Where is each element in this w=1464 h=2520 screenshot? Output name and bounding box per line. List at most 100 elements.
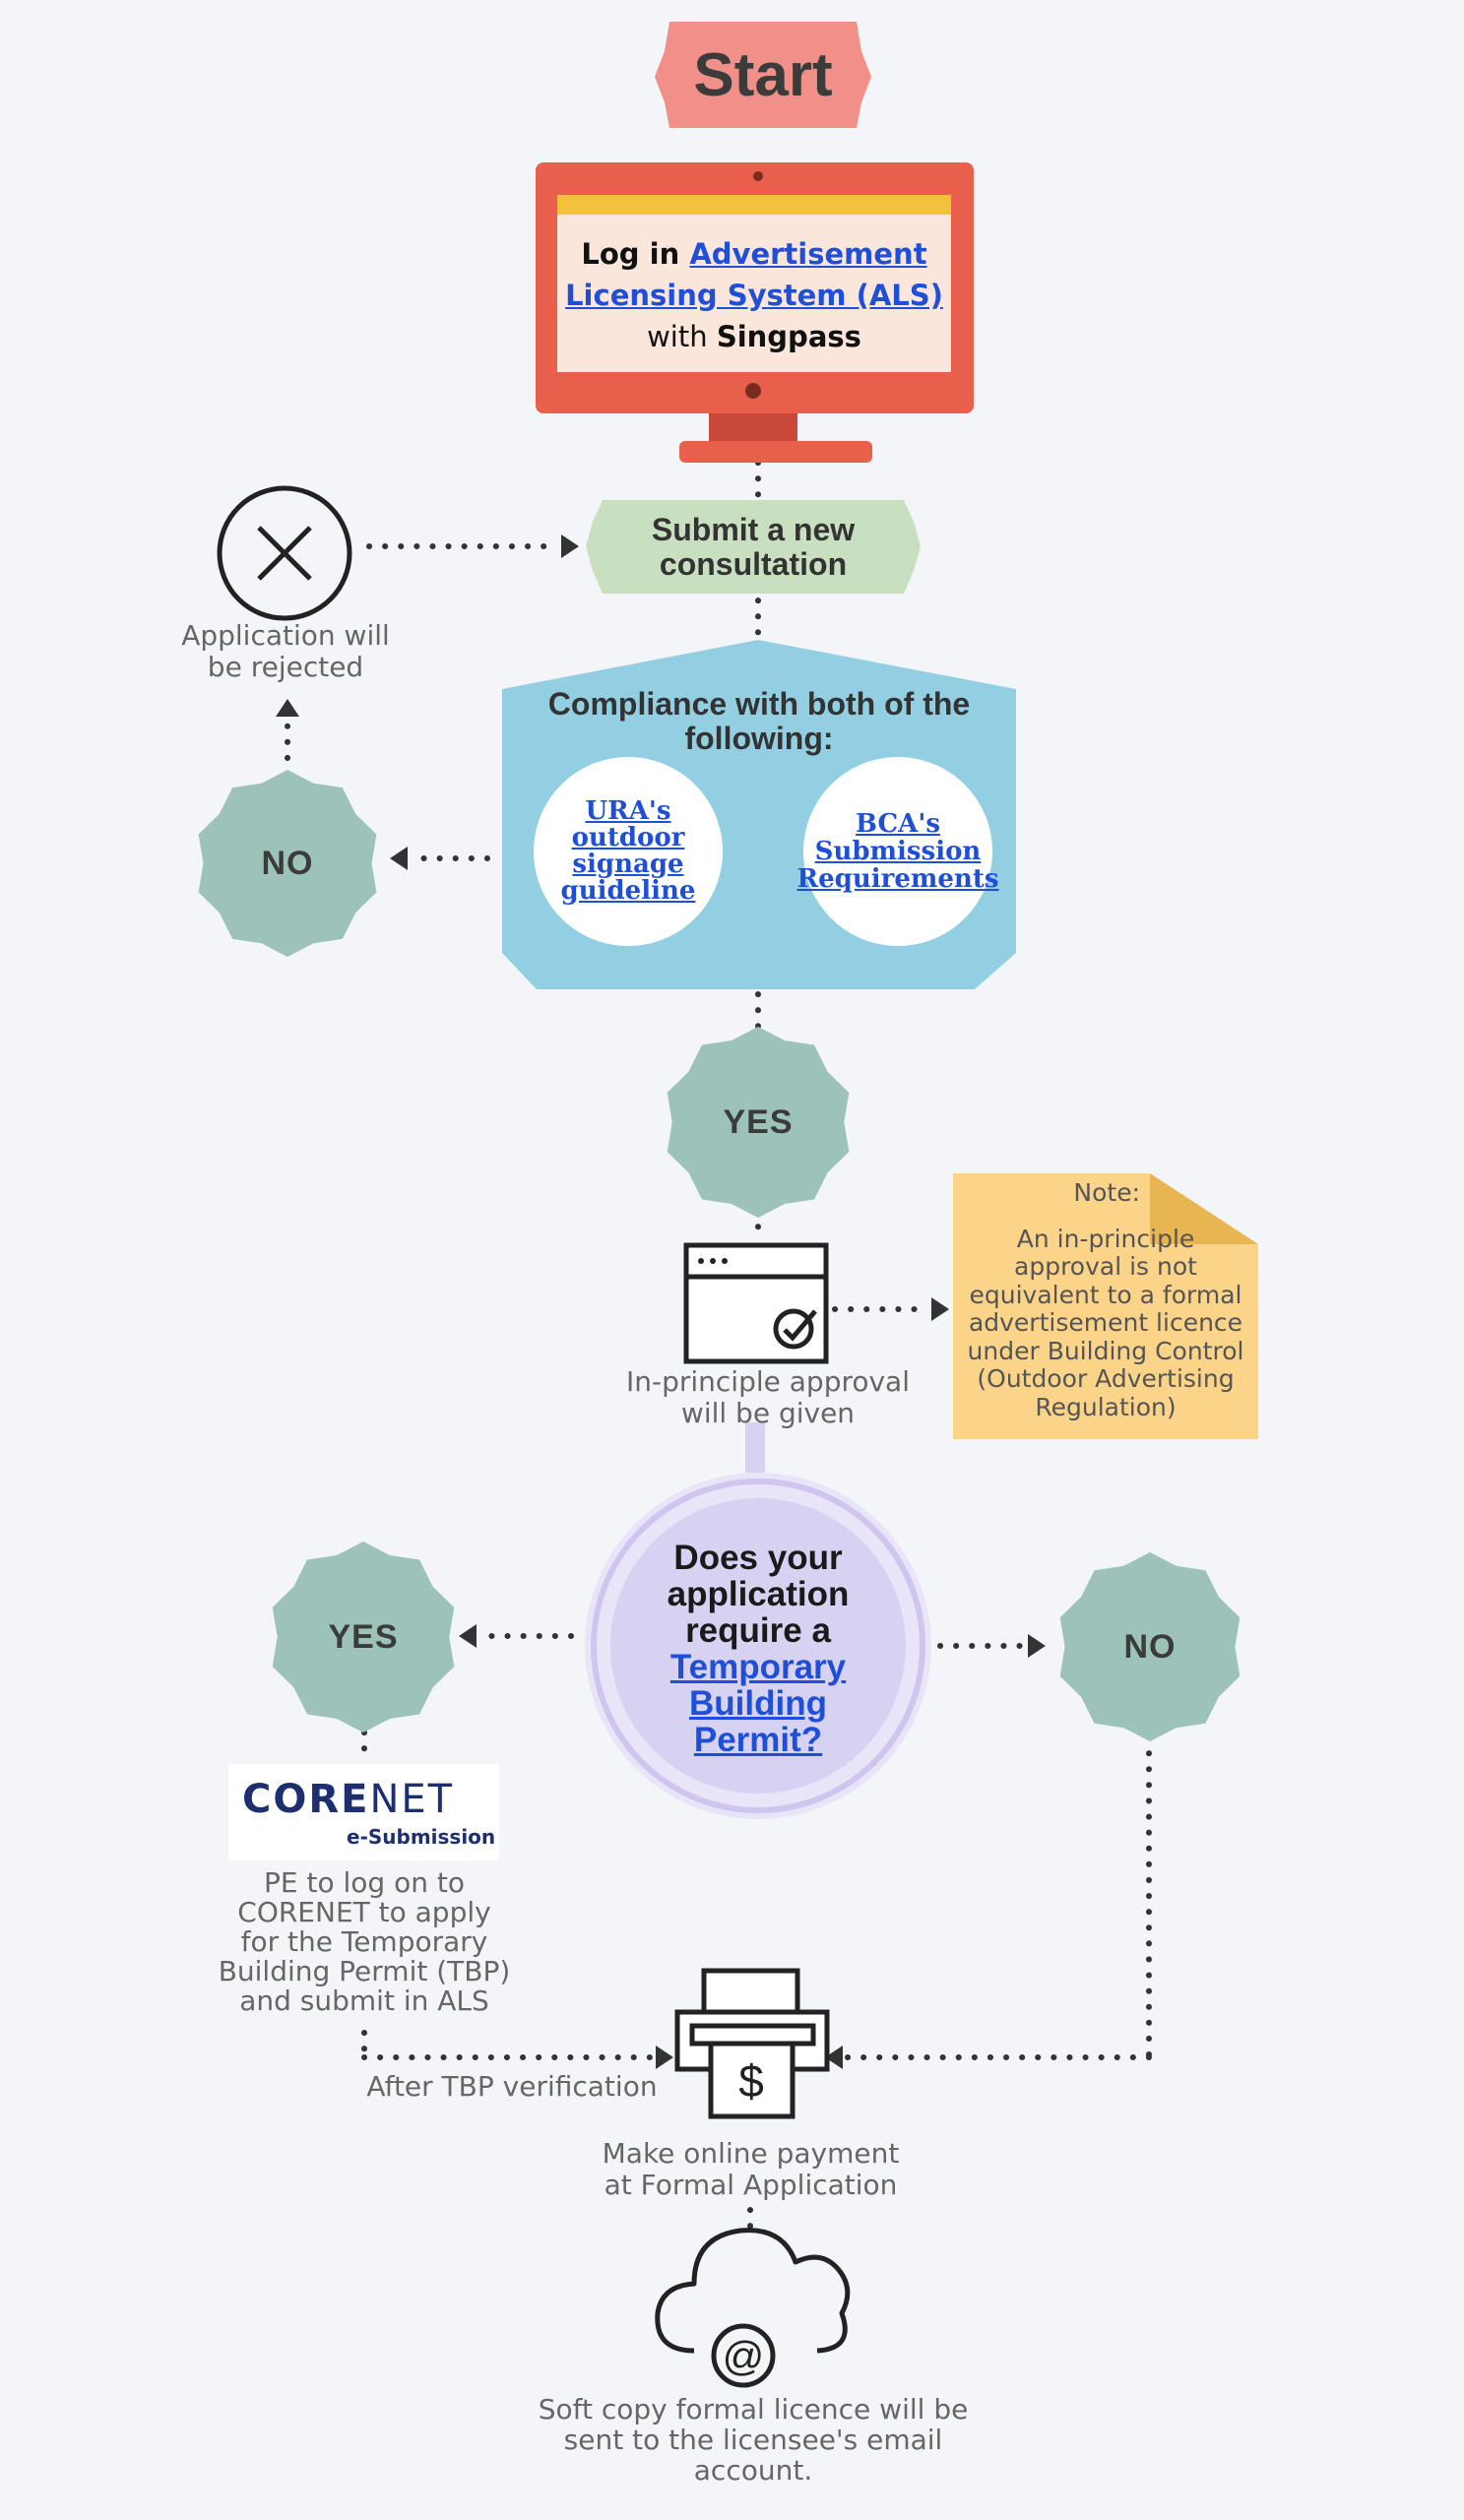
- login-prefix: Log in: [581, 237, 690, 271]
- approval-window-icon: [683, 1242, 829, 1364]
- login-singpass: Singpass: [716, 320, 861, 353]
- arrowhead: [561, 535, 579, 558]
- compliance-title-line2: following:: [684, 721, 834, 756]
- question-line: require a: [685, 1611, 831, 1650]
- bca-line[interactable]: BCA's: [856, 809, 940, 839]
- monitor-stand: [679, 441, 872, 463]
- rejected-caption: Application will be rejected: [138, 620, 433, 683]
- bca-line[interactable]: Requirements: [796, 864, 999, 894]
- note-line: advertisement licence: [968, 1308, 1243, 1337]
- yes-label: YES: [723, 1102, 794, 1141]
- no-label: NO: [261, 844, 314, 882]
- note-line: under Building Control: [967, 1336, 1244, 1365]
- question-circle: [610, 1498, 906, 1794]
- als-link-line2[interactable]: Licensing System (ALS): [565, 279, 943, 312]
- login-with: with: [647, 320, 717, 353]
- ura-line[interactable]: guideline: [560, 876, 696, 906]
- compliance-title-line1: Compliance with both of the: [547, 686, 971, 722]
- tbp-link-line[interactable]: Temporary: [669, 1648, 847, 1686]
- note-title: Note:: [1073, 1178, 1140, 1207]
- arrowhead: [656, 2046, 673, 2069]
- licence-line: Soft copy formal licence will be: [538, 2393, 969, 2426]
- close-icon-line: [257, 526, 312, 581]
- arrowhead: [1028, 1634, 1046, 1658]
- licence-line: sent to the licensee's email: [563, 2424, 943, 2456]
- rejected-line2: be rejected: [207, 651, 364, 683]
- monitor-neck: [709, 413, 797, 443]
- question-node: Does your application require a Temporar…: [610, 1521, 906, 1777]
- bca-circle: [803, 757, 992, 946]
- yes-badge-2: YES: [268, 1542, 459, 1732]
- ura-line[interactable]: signage: [572, 850, 684, 879]
- no-badge-2: NO: [1055, 1552, 1244, 1741]
- no-badge-shape: [198, 770, 377, 957]
- payment-line1: Make online payment: [602, 2137, 900, 2170]
- question-line: application: [667, 1575, 850, 1613]
- start-label: Start: [693, 40, 833, 109]
- ura-circle: [534, 757, 723, 946]
- arrowhead: [390, 847, 408, 870]
- yes-label: YES: [328, 1617, 399, 1656]
- licence-caption: Soft copy formal licence will be sent to…: [512, 2394, 994, 2486]
- note-line: equivalent to a formal: [969, 1280, 1242, 1309]
- submit-line2: consultation: [659, 545, 848, 582]
- als-link-line1[interactable]: Advertisement: [689, 237, 927, 271]
- note-shape: [953, 1173, 1258, 1439]
- corenet-logo-sub: e-Submission: [347, 1825, 496, 1849]
- corenet-caption: PE to log on to CORENET to apply for the…: [202, 1868, 527, 2016]
- corenet-line: Building Permit (TBP): [218, 1955, 511, 1987]
- start-shape: [655, 22, 871, 128]
- arrowhead: [825, 2046, 843, 2069]
- rejected-line1: Application will: [181, 619, 390, 652]
- corenet-logo-text: CORENET: [242, 1778, 454, 1821]
- licence-line: account.: [693, 2454, 813, 2487]
- login-node: Log in Advertisement Licensing System (A…: [557, 221, 951, 369]
- payment-printer-icon: $: [674, 1968, 830, 2119]
- yes-badge-shape: [272, 1542, 455, 1732]
- approval-line2: will be given: [680, 1397, 856, 1429]
- corenet-logo-net: NET: [369, 1777, 455, 1822]
- corenet-logo-core: CORE: [242, 1777, 370, 1822]
- arrowhead: [931, 1297, 949, 1321]
- svg-text:$: $: [738, 2055, 764, 2107]
- tbp-link-line[interactable]: Permit?: [693, 1721, 823, 1759]
- tbp-link-line[interactable]: Building: [689, 1684, 827, 1723]
- submit-shape: [586, 500, 921, 594]
- submit-line1: Submit a new: [651, 511, 856, 547]
- yes-badge-1: YES: [663, 1029, 854, 1216]
- corenet-logo: CORENET e-Submission: [228, 1764, 499, 1860]
- monitor-screen-bar: [557, 195, 951, 215]
- compliance-title: Compliance with both of the following:: [502, 682, 1016, 761]
- question-ring: [591, 1479, 925, 1813]
- approval-caption: In-principle approval will be given: [601, 1366, 935, 1429]
- submit-node: Submit a new consultation: [586, 500, 921, 594]
- ura-guideline-link[interactable]: URA's outdoor signage guideline: [540, 788, 717, 915]
- svg-text:@: @: [723, 2333, 765, 2379]
- question-line: Does your: [673, 1539, 843, 1577]
- arrowhead: [276, 699, 299, 717]
- arrowhead: [459, 1624, 477, 1648]
- approval-question-link: [745, 1422, 765, 1477]
- bca-line[interactable]: Submission: [814, 837, 982, 866]
- monitor-screen: [557, 215, 951, 372]
- tbp-verification-label: After TBP verification: [366, 2070, 658, 2103]
- email-cloud-icon: @: [655, 2228, 851, 2388]
- no-badge-shape: [1059, 1552, 1241, 1741]
- monitor-power-led: [745, 383, 761, 399]
- note-line: approval is not: [1014, 1252, 1197, 1281]
- bca-requirements-link[interactable]: BCA's Submission Requirements: [796, 797, 999, 906]
- ura-line[interactable]: URA's: [585, 796, 671, 826]
- close-icon: [217, 485, 352, 621]
- approval-line1: In-principle approval: [625, 1365, 910, 1398]
- payment-caption: Make online payment at Formal Applicatio…: [581, 2138, 921, 2201]
- note-line: (Outdoor Advertising: [977, 1364, 1235, 1393]
- note-text: Note: An in-principle approval is not eq…: [953, 1178, 1258, 1421]
- start-node: Start: [655, 22, 871, 128]
- payment-line2: at Formal Application: [604, 2169, 898, 2201]
- note-line: Regulation): [1035, 1392, 1177, 1421]
- corenet-line: PE to log on to: [264, 1866, 465, 1899]
- ura-line[interactable]: outdoor: [571, 823, 685, 852]
- corenet-line: CORENET to apply: [237, 1896, 491, 1928]
